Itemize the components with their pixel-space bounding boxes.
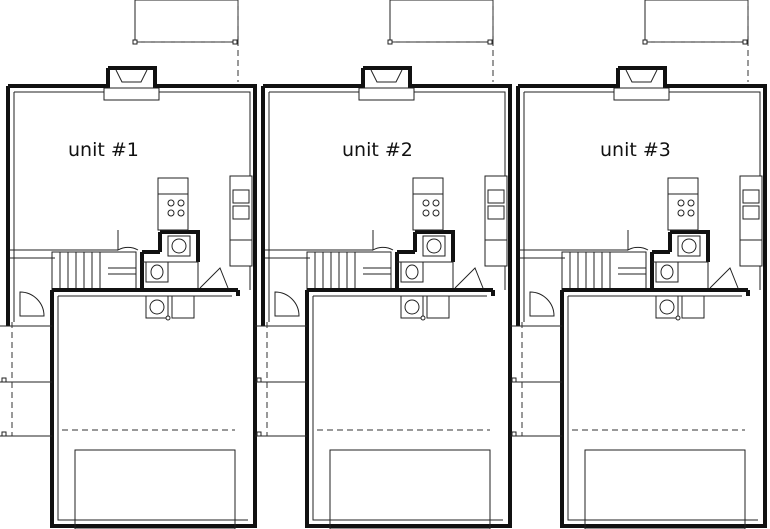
- unit-3-plan: [508, 0, 767, 529]
- unit-1-plan: [0, 0, 257, 529]
- unit-3-label: unit #3: [600, 139, 671, 161]
- unit-2-plan: [253, 0, 512, 529]
- unit-1-label: unit #1: [68, 139, 139, 161]
- unit-2-label: unit #2: [342, 139, 413, 161]
